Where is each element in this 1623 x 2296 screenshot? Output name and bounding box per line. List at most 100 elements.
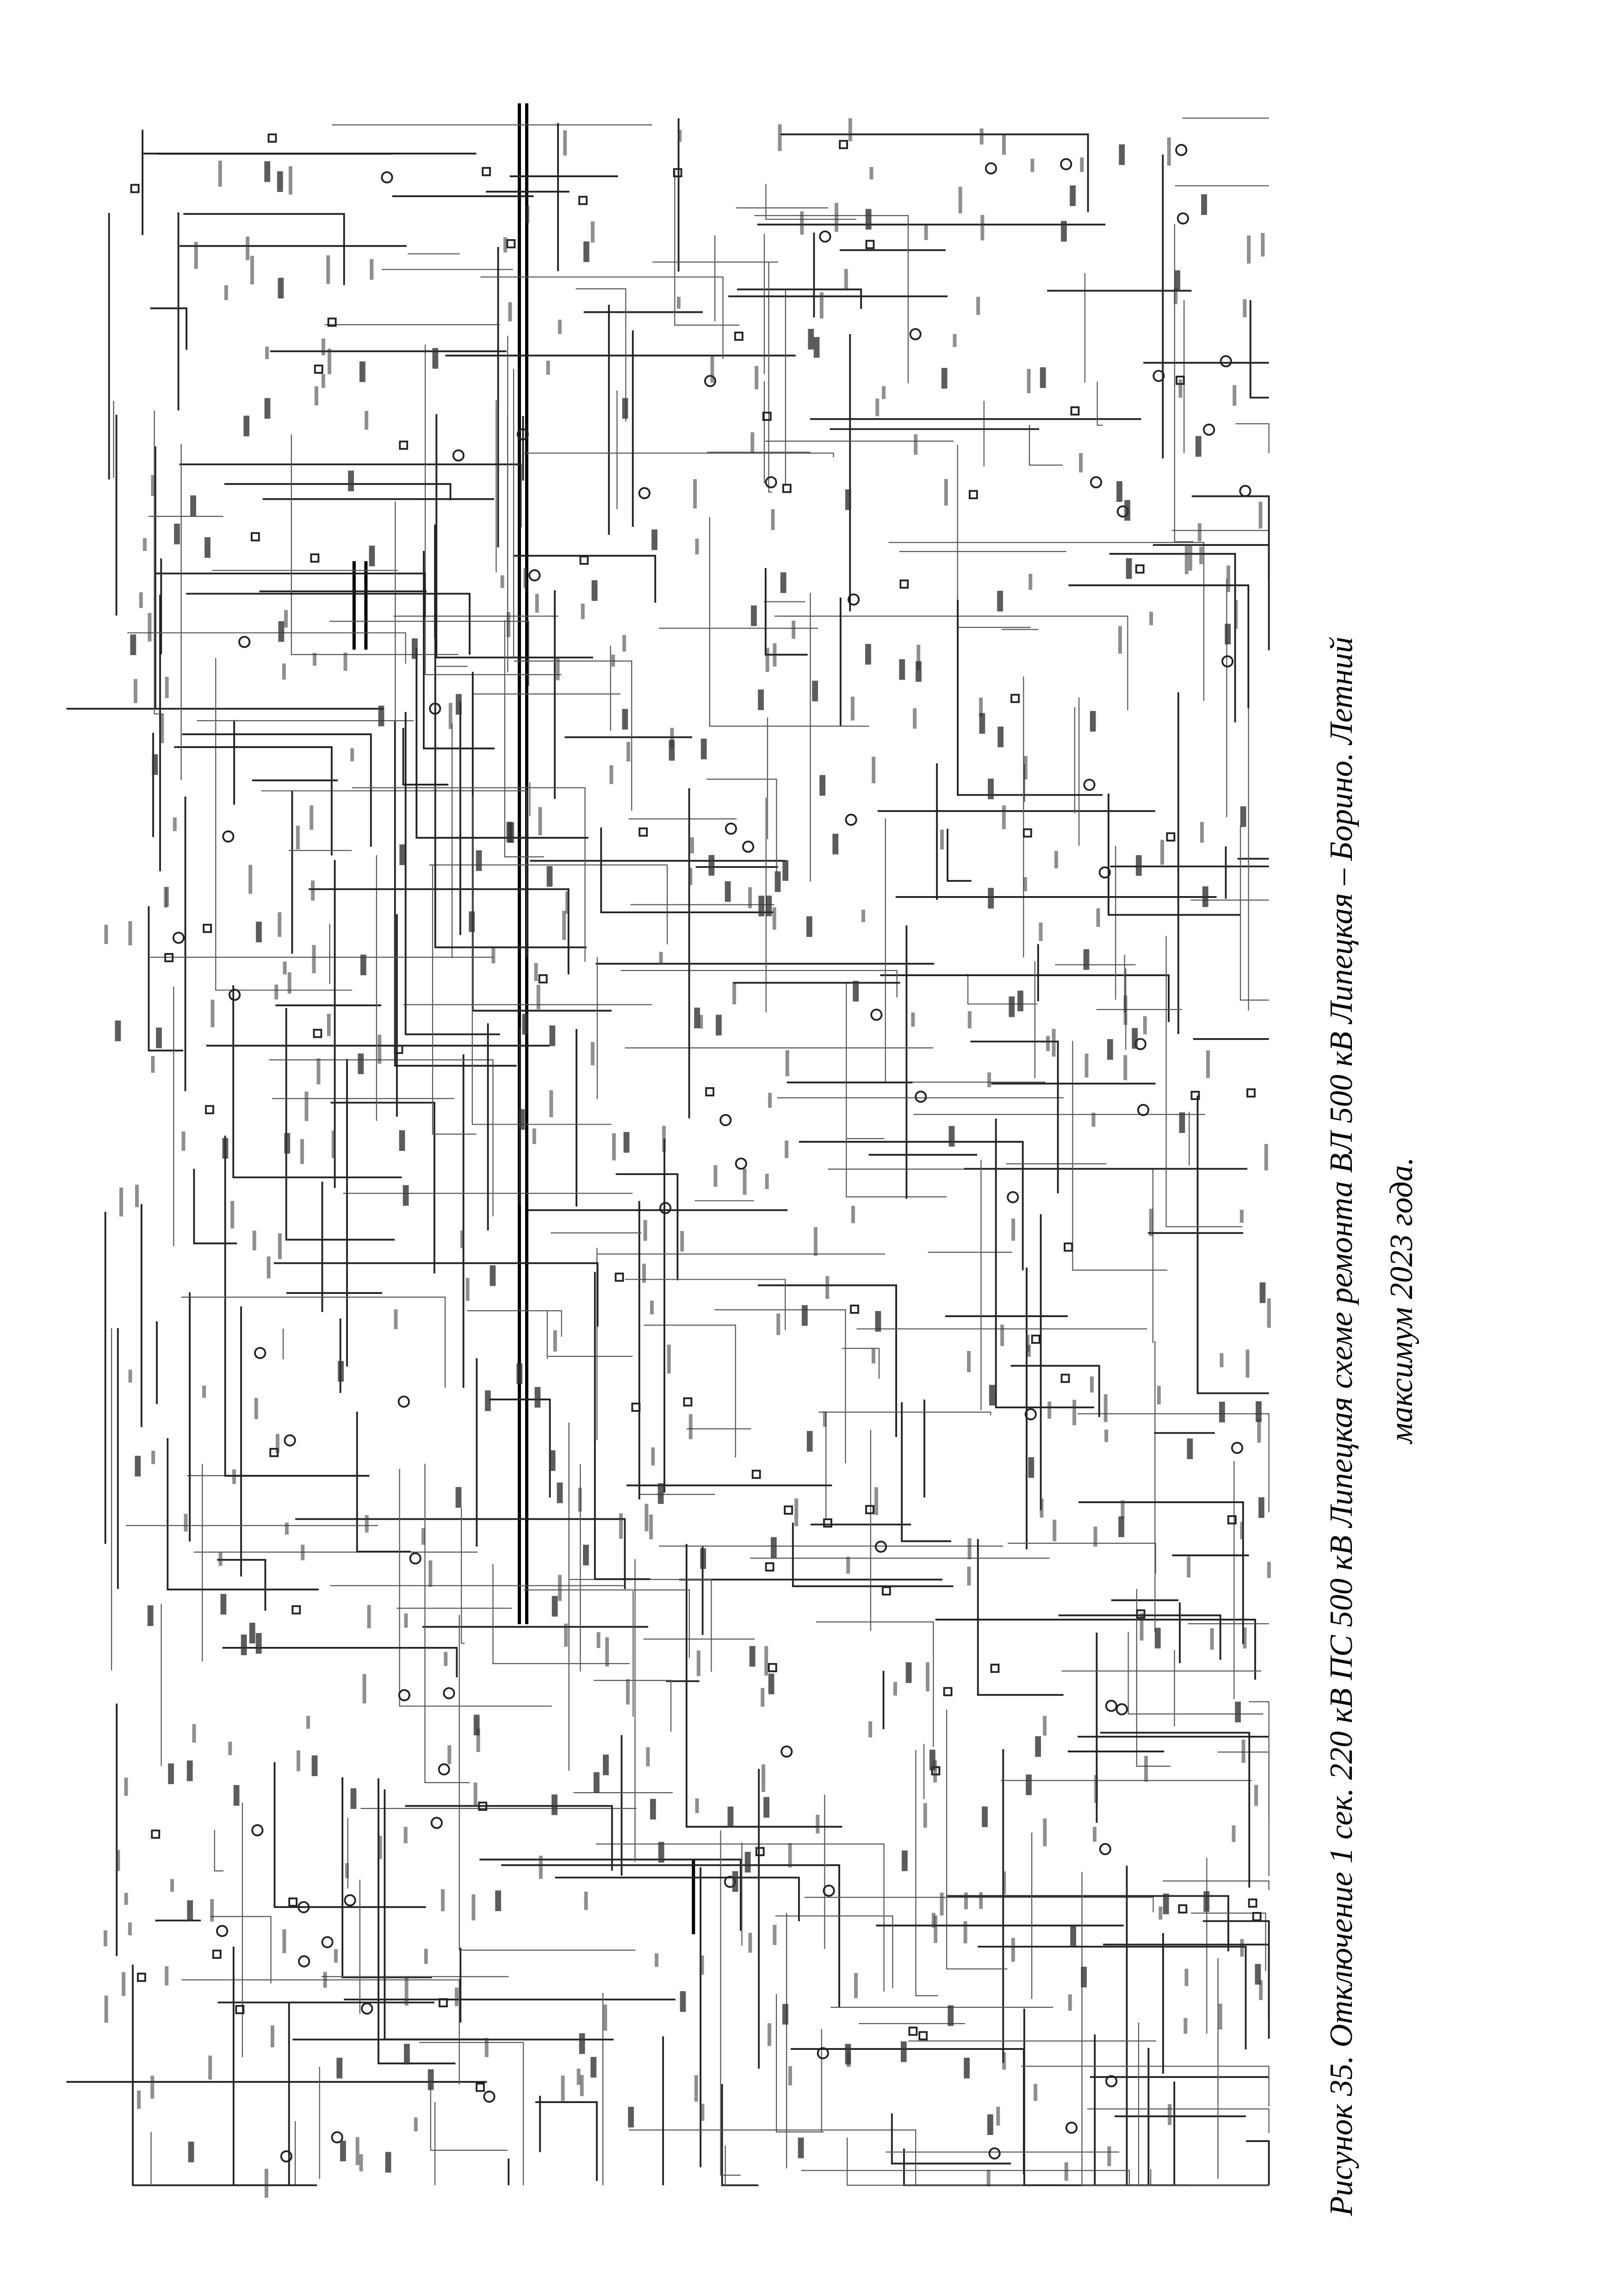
label-glyph [222, 1138, 229, 1159]
label-glyph [768, 1093, 772, 1108]
label-glyph [1259, 1282, 1266, 1303]
label-glyph [1083, 949, 1090, 970]
switch-icon [918, 2031, 928, 2041]
label-glyph [578, 1487, 582, 1512]
switch-icon [1166, 832, 1176, 842]
line-segment [737, 288, 862, 309]
label-glyph [152, 754, 158, 775]
label-glyph [596, 1632, 601, 1648]
label-glyph [424, 1949, 428, 1964]
label-glyph [958, 186, 962, 214]
line-segment [595, 1843, 885, 1992]
label-glyph [806, 1431, 813, 1452]
label-glyph [274, 984, 279, 1000]
label-glyph [1028, 574, 1033, 590]
line-segment [576, 288, 626, 422]
label-glyph [1257, 1419, 1261, 1443]
line-segment [215, 658, 353, 991]
label-glyph [911, 1012, 915, 1027]
label-glyph [128, 1369, 132, 1383]
switch-icon [631, 1402, 641, 1412]
line-segment [1235, 423, 1270, 453]
line-segment [600, 827, 774, 914]
label-glyph [766, 895, 772, 916]
line-segment [154, 410, 163, 715]
label-glyph [1240, 1522, 1244, 1540]
switch-icon [291, 1605, 301, 1615]
label-glyph [963, 1921, 967, 1943]
label-glyph [1061, 221, 1067, 242]
label-glyph [551, 1794, 558, 1815]
transformer-icon [819, 230, 831, 243]
transformer-icon [321, 1936, 334, 1949]
label-glyph [465, 1278, 470, 1301]
line-segment [434, 596, 587, 948]
label-glyph [1026, 1335, 1030, 1352]
label-glyph [404, 1978, 409, 2006]
transformer-icon [483, 2091, 496, 2103]
label-glyph [659, 952, 663, 965]
label-glyph [1053, 1519, 1057, 1541]
label-glyph [348, 470, 354, 492]
label-glyph [378, 1836, 382, 1859]
label-glyph [1202, 886, 1208, 907]
label-glyph [151, 475, 155, 496]
label-glyph [967, 1566, 971, 1586]
line-segment [183, 213, 345, 285]
label-glyph [484, 2038, 489, 2057]
label-glyph [767, 2023, 771, 2046]
label-glyph [218, 161, 222, 187]
label-glyph [713, 1165, 718, 1187]
label-glyph [284, 610, 288, 628]
transformer-icon [280, 2150, 293, 2163]
transformer-icon [874, 1541, 887, 1553]
label-glyph [626, 742, 631, 762]
label-glyph [321, 338, 325, 356]
line-segment [816, 1621, 934, 1747]
transformer-icon [1007, 1191, 1019, 1203]
label-glyph [561, 2075, 565, 2101]
label-glyph [133, 679, 137, 703]
label-glyph [1011, 1937, 1015, 1962]
label-glyph [1174, 270, 1181, 291]
label-glyph [941, 368, 948, 389]
label-glyph [700, 1548, 706, 1569]
line-segment [295, 1518, 626, 1589]
label-glyph [678, 130, 682, 142]
label-glyph [119, 1188, 124, 1217]
label-glyph [622, 398, 628, 419]
label-glyph [770, 1537, 777, 1558]
switch-icon [614, 1272, 624, 1282]
switch-icon [638, 827, 648, 837]
label-glyph [1144, 1756, 1148, 1782]
label-glyph [1167, 137, 1171, 166]
label-glyph [562, 910, 566, 940]
line-segment [1150, 2169, 1269, 2186]
line-segment [801, 2170, 1130, 2185]
switch-icon [478, 1801, 488, 1811]
label-glyph [1157, 1386, 1161, 1405]
switch-icon [990, 1664, 1000, 1673]
label-glyph [806, 916, 812, 937]
switch-icon [439, 1998, 448, 2008]
transformer-icon [1105, 1700, 1118, 1712]
label-glyph [700, 1955, 704, 1975]
label-glyph [523, 568, 527, 588]
label-glyph [455, 1487, 462, 1508]
label-glyph [181, 1131, 186, 1151]
switch-icon [1060, 1374, 1070, 1383]
line-segment [432, 865, 477, 1135]
label-glyph [278, 278, 284, 299]
switch-icon [823, 1518, 832, 1528]
label-glyph [1140, 1613, 1144, 1641]
label-glyph [694, 2075, 698, 2102]
label-glyph [142, 538, 147, 551]
label-glyph [148, 613, 152, 642]
label-glyph [1235, 1702, 1241, 1722]
transformer-icon [725, 823, 737, 835]
label-glyph [764, 1646, 768, 1676]
label-glyph [1011, 1218, 1016, 1241]
label-glyph [173, 817, 177, 831]
transformer-icon [443, 1687, 455, 1700]
label-glyph [139, 592, 143, 608]
